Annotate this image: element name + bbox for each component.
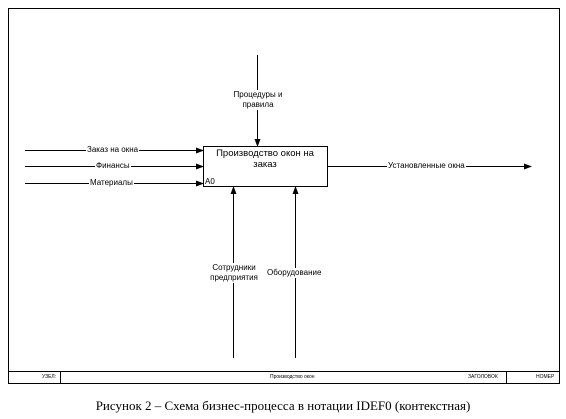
diagram-frame (8, 8, 560, 384)
input-label-order: Заказ на окна (86, 145, 140, 155)
footer-node-label: УЗЕЛ: (42, 374, 57, 380)
footer-diagram-title: Производство окон (270, 374, 315, 380)
footer-title-label: ЗАГОЛОВОК (468, 374, 498, 380)
output-label: Установленные окна (387, 161, 466, 171)
footer-number-label: НОМЕР (536, 374, 555, 380)
input-label-materials: Материалы (89, 178, 134, 188)
mechanism-label-staff: Сотрудники предприятия (205, 263, 263, 283)
input-label-finance: Финансы (95, 161, 131, 171)
activity-box-id: A0 (205, 177, 215, 186)
mechanism-label-equipment: Оборудование (266, 268, 323, 278)
control-label: Процедуры и правила (223, 90, 293, 110)
activity-box (203, 146, 328, 187)
figure-caption: Рисунок 2 – Схема бизнес-процесса в нота… (95, 398, 471, 413)
activity-box-title: Производство окон на заказ (216, 148, 314, 170)
